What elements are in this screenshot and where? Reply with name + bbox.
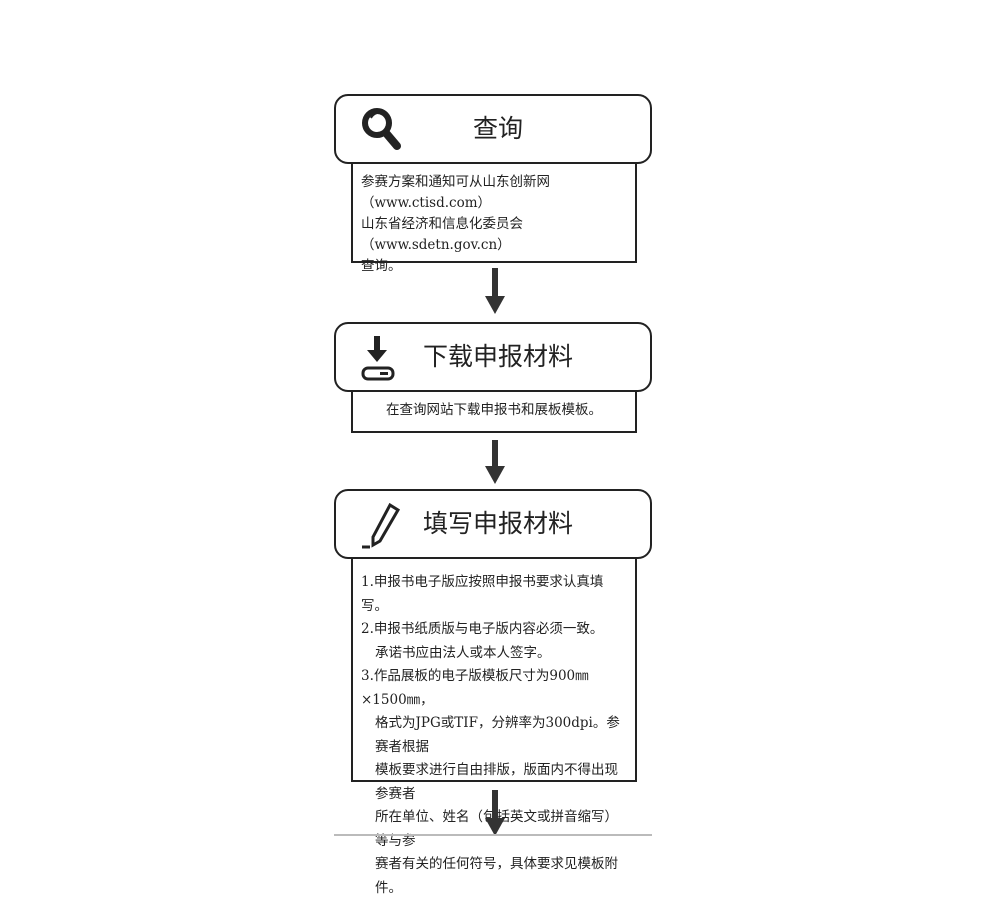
description-line: 在查询网站下载申报书和展板模板。 [386,402,602,418]
description-line: 查询。 [361,258,402,274]
step-fill-header: 填写申报材料 [334,489,652,559]
step-title: 填写申报材料 [422,509,573,538]
description-line: 3.作品展板的电子版模板尺寸为900㎜×1500㎜， [361,668,589,708]
description-line: 参赛方案和通知可从山东创新网（www.ctisd.com） [361,174,550,211]
description-line: 承诺书应由法人或本人签字。 [375,644,551,661]
down-arrow-icon [485,268,505,314]
step-title: 查询 [472,114,523,143]
step-title: 下载申报材料 [422,342,573,371]
description-line: 格式为JPG或TIF，分辨率为300dpi。参赛者根据 [375,715,620,755]
down-arrow-icon [485,440,505,484]
step-fill-description: 1.申报书电子版应按照申报书要求认真填写。 2.申报书纸质版与电子版内容必须一致… [351,559,637,896]
next-step-header-edge [334,834,652,846]
down-arrow-icon [485,790,505,836]
step-download-description: 在查询网站下载申报书和展板模板。 [351,392,637,433]
step-download-header: 下载申报材料 [334,322,652,392]
step-query-header: 查询 [334,94,652,164]
step-query-description: 参赛方案和通知可从山东创新网（www.ctisd.com） 山东省经济和信息化委… [351,164,637,274]
download-icon [361,336,395,381]
description-line: 山东省经济和信息化委员会（www.sdetn.gov.cn） [361,216,523,253]
description-line: 模板要求进行自由排版，版面内不得出现参赛者 [375,762,618,802]
description-line: 1.申报书电子版应按照申报书要求认真填写。 [361,574,604,614]
magnifier-icon [362,108,401,150]
pencil-icon [362,502,401,549]
description-line: 赛者有关的任何符号，具体要求见模板附件。 [375,856,618,896]
description-line: 2.申报书纸质版与电子版内容必须一致。 [361,621,604,637]
